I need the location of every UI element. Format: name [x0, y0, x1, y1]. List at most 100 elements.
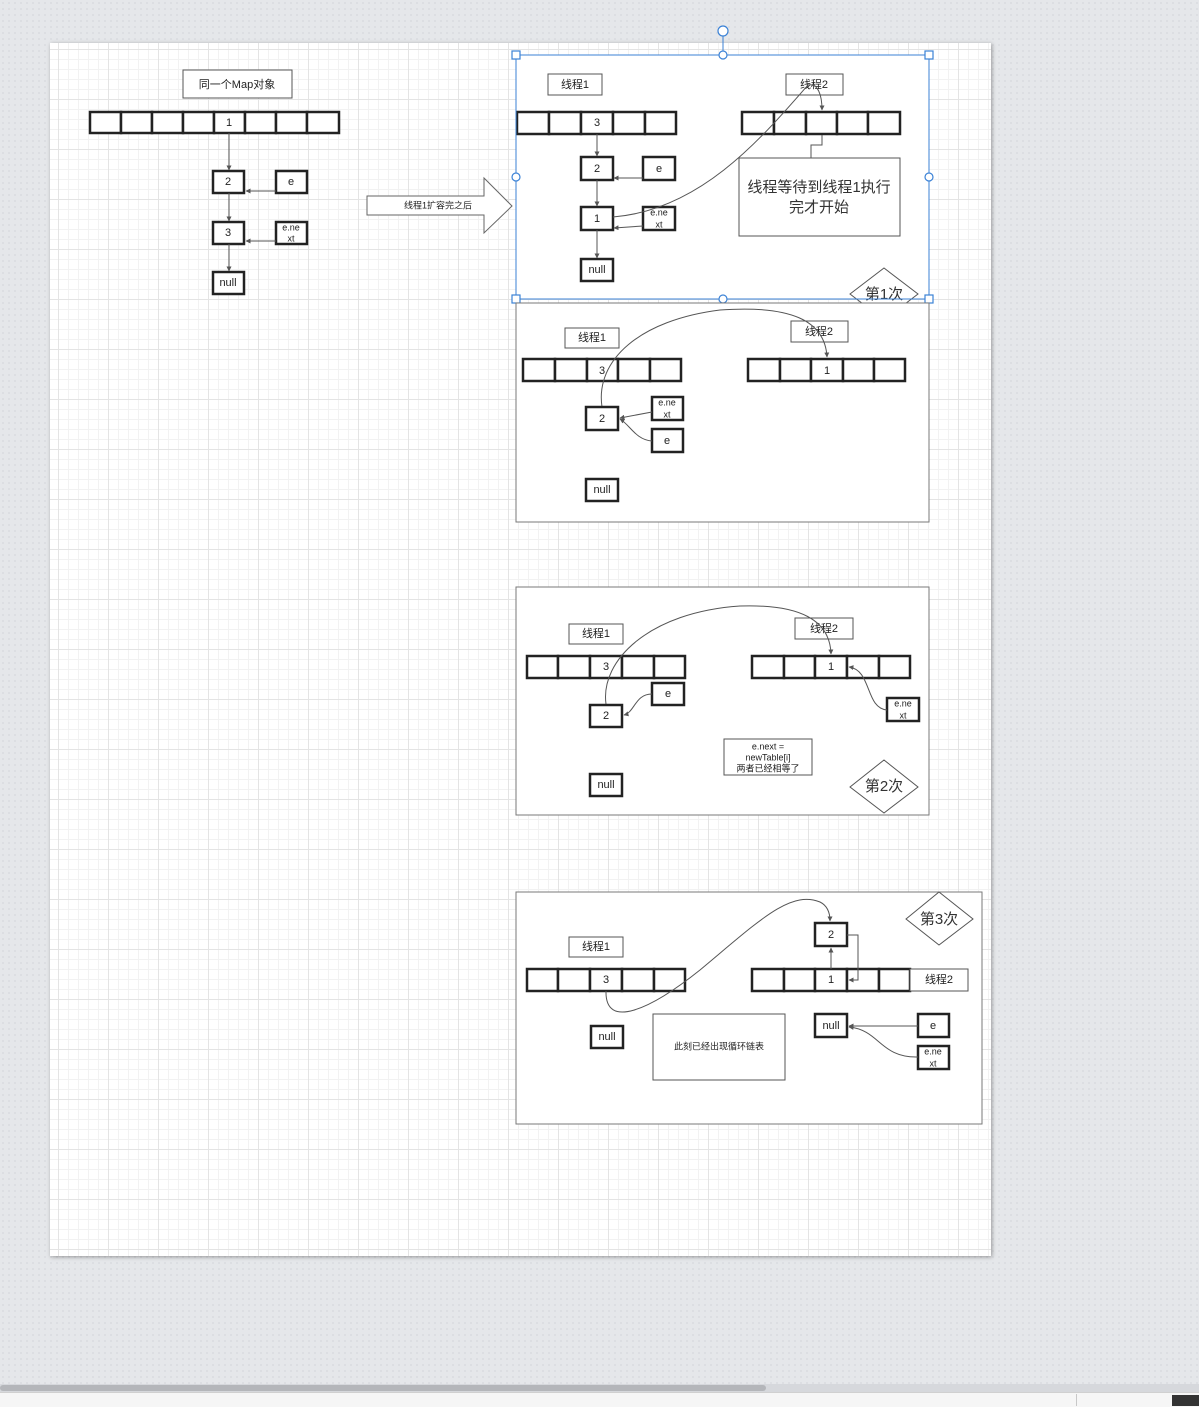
step2-enext-edge — [848, 665, 888, 711]
resize-handle-sw[interactable] — [511, 294, 521, 304]
rotate-handle[interactable] — [717, 25, 729, 37]
initial-title-box[interactable] — [182, 69, 293, 99]
step2-node-2[interactable] — [588, 703, 624, 729]
initial-node-3-label: 3 — [225, 227, 231, 239]
step1-e-node[interactable] — [641, 155, 677, 182]
step3-top-node-label: 2 — [828, 929, 834, 941]
step3-e-label: e — [930, 1020, 936, 1032]
step3-null-label: null — [598, 1031, 615, 1043]
step3-bucket1-value: 3 — [603, 974, 609, 986]
step1b-enext-label-2: xt — [663, 409, 671, 419]
step3-curve-edge — [605, 898, 833, 1013]
step2-node-2-label: 2 — [603, 710, 609, 722]
step3-thread1-label: 线程1 — [582, 939, 610, 953]
step3-enext-label-2: xt — [929, 1058, 937, 1068]
step3-thread2-label: 线程2 — [925, 972, 953, 986]
step2-thread1-box[interactable] — [568, 623, 624, 645]
step1-thread2-box[interactable] — [785, 73, 844, 96]
initial-enext-label-1: e.ne — [282, 222, 300, 232]
step1-enext-label-2: xt — [655, 219, 663, 229]
initial-title: 同一个Map对象 — [199, 77, 275, 91]
step1-bucket-value: 3 — [594, 117, 600, 129]
step3-null2-node[interactable] — [813, 1012, 849, 1039]
step1b-bucket1-value: 3 — [599, 365, 605, 377]
status-bar — [0, 1392, 1199, 1407]
step1b-e-label: e — [664, 435, 670, 447]
step1-badge-label: 第1次 — [865, 285, 903, 303]
initial-enext-node[interactable] — [274, 220, 309, 246]
step1b-null-label: null — [593, 484, 610, 496]
resize-handle-nw[interactable] — [511, 50, 521, 60]
step1b-node-2[interactable] — [584, 405, 620, 432]
step1-note-line1: 线程等待到线程1执行 — [747, 178, 890, 196]
step3-note-box[interactable] — [652, 1013, 786, 1081]
step3-array-1[interactable] — [525, 967, 687, 993]
step2-thread2-label: 线程2 — [810, 621, 838, 635]
resize-handle-ne[interactable] — [924, 50, 934, 60]
horizontal-scrollbar-thumb[interactable] — [0, 1385, 766, 1391]
step2-array-1[interactable] — [525, 654, 687, 680]
transition-arrow[interactable]: 线程1扩容完之后 — [366, 176, 513, 235]
step3-thread1-box[interactable] — [568, 936, 624, 958]
initial-map-group[interactable]: 同一个Map对象 1 2 3 null e e.ne xt — [88, 69, 341, 296]
step2-bucket1-value: 3 — [603, 661, 609, 673]
step1b-frame[interactable]: 线程1 线程2 3 1 2 e.ne xt e null — [515, 302, 930, 523]
status-bar-button[interactable] — [1172, 1395, 1199, 1406]
step1b-thread1-box[interactable] — [564, 327, 620, 349]
step3-thread2-box[interactable] — [909, 968, 969, 992]
step3-badge-diamond[interactable] — [905, 891, 974, 946]
initial-e-node[interactable] — [274, 169, 309, 195]
step2-e-label: e — [665, 688, 671, 700]
step2-bucket2-value: 1 — [828, 661, 834, 673]
step1b-enext-edge — [619, 411, 653, 420]
step1b-array-2[interactable] — [746, 357, 907, 383]
initial-enext-label-2: xt — [287, 233, 295, 243]
step2-frame[interactable]: 线程1 线程2 3 1 2 e e.ne xt e.next — [515, 586, 930, 816]
initial-node-null[interactable] — [211, 270, 246, 296]
step1b-thread2-box[interactable] — [790, 320, 849, 343]
step1-note-box[interactable] — [738, 157, 901, 237]
step1-e-label: e — [656, 163, 662, 175]
step1-node-null[interactable] — [579, 257, 615, 283]
step1-frame[interactable]: 线程1 线程2 3 2 1 null e e.ne — [515, 54, 930, 321]
step2-null-label: null — [597, 779, 614, 791]
initial-array[interactable] — [88, 110, 341, 135]
step3-edge-2-1 — [847, 934, 859, 983]
step1-thread1-box[interactable] — [547, 73, 603, 96]
step1-node-1-label: 1 — [594, 213, 600, 225]
step3-array-2[interactable] — [750, 967, 912, 993]
transition-label: 线程1扩容完之后 — [404, 199, 472, 210]
resize-handle-n[interactable] — [718, 50, 728, 60]
step2-thread2-box[interactable] — [794, 617, 854, 640]
step1-enext-label-1: e.ne — [650, 207, 668, 217]
step1-curve-edge — [612, 84, 825, 218]
step1b-enext-label-1: e.ne — [658, 397, 676, 407]
step1b-thread2-label: 线程2 — [805, 324, 833, 338]
step1-array-2[interactable] — [740, 110, 902, 136]
step1b-node-2-label: 2 — [599, 413, 605, 425]
step1b-enext-node[interactable] — [650, 395, 685, 422]
step3-frame[interactable]: 线程1 3 1 线程2 2 null 此刻已经出现循环链表 null — [515, 891, 983, 1125]
step1-node-null-label: null — [588, 264, 605, 276]
step1b-bucket2-value: 1 — [824, 365, 830, 377]
initial-e-label: e — [288, 176, 294, 188]
step1-node-2-label: 2 — [594, 163, 600, 175]
step3-null2-label: null — [822, 1020, 839, 1032]
step1b-thread1-label: 线程1 — [578, 330, 606, 344]
step2-array-2[interactable] — [750, 654, 912, 680]
step3-null-node[interactable] — [589, 1024, 625, 1050]
step1-enext-edge — [613, 225, 644, 231]
step2-badge-diamond[interactable] — [849, 759, 919, 814]
step1-note-connector — [810, 135, 823, 158]
step1b-e-edge — [619, 418, 653, 442]
step2-null-node[interactable] — [588, 772, 624, 798]
resize-handle-se[interactable] — [924, 294, 934, 304]
step2-note-line2: newTable[i] — [745, 752, 790, 762]
step2-note-box[interactable] — [723, 738, 813, 776]
step3-enext-edge — [848, 1024, 919, 1058]
step1b-null-node[interactable] — [584, 477, 620, 503]
resize-handle-s[interactable] — [718, 294, 728, 304]
resize-handle-e[interactable] — [924, 172, 934, 182]
resize-handle-w[interactable] — [511, 172, 521, 182]
